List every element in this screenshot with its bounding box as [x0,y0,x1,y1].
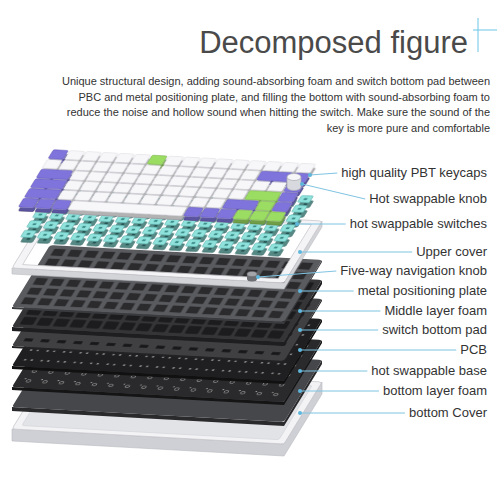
leader-dot [298,289,302,293]
leader-line [300,330,378,331]
part-label: switch bottom pad [382,322,487,338]
knob-top [287,174,301,181]
leader-dot [256,275,260,279]
part-label-slot: Upper cover [416,244,487,260]
part-label-slot: Hot swappable knob [369,191,487,207]
leader-dot [298,348,302,352]
leader-dot [300,182,304,186]
leader-dot [298,411,302,415]
leader-line [300,291,354,292]
leader-line [258,271,336,277]
note-slot: Unique structural design, adding sound-a… [60,74,490,136]
leader-line [310,173,337,175]
leader-dot [298,328,302,332]
leader-line [300,371,367,372]
part-label: bottom layer foam [383,383,487,399]
part-label-slot: bottom layer foam [383,383,487,399]
part-label-slot: Five-way navigation knob [340,263,487,279]
leader-line [300,391,379,392]
part-label: high quality PBT keycaps [341,165,487,181]
title-cross [473,30,497,31]
five-way-knob-top [247,272,257,277]
leader-line [300,311,380,312]
leader-dot [298,250,302,254]
leader-line [302,184,365,199]
part-label-slot: hot swappable base [371,363,487,379]
leader-line [300,413,405,414]
part-label: Five-way navigation knob [340,263,487,279]
leader-dot [295,222,299,226]
title-slot: Decomposed figure [199,26,468,60]
leader-dot [298,309,302,313]
part-label-slot: Middle layer foam [384,303,487,319]
leader-line [300,350,456,351]
title-cross [478,18,479,52]
part-label: Upper cover [416,244,487,260]
keycap-tops [17,149,316,222]
keycaps [17,149,316,226]
leader-line [300,252,412,253]
part-label: bottom Cover [409,405,487,421]
part-label: Hot swappable knob [369,191,487,207]
hot-swap-knob [287,174,301,191]
part-label-slot: switch bottom pad [382,322,487,338]
description-note: Unique structural design, adding sound-a… [60,74,490,136]
part-label-slot: hot swappable switches [350,216,487,232]
title: Decomposed figure [199,26,468,60]
part-label-slot: bottom Cover [409,405,487,421]
part-label: metal positioning plate [358,283,487,299]
leader-dot [298,369,302,373]
part-label: hot swappable base [371,363,487,379]
leader-line [297,224,346,225]
part-label-slot: PCB [460,342,487,358]
leader-dot [308,173,312,177]
part-label: PCB [460,342,487,358]
part-label: hot swappable switches [350,216,487,232]
part-label: Middle layer foam [384,303,487,319]
leader-dot [298,389,302,393]
part-label-slot: metal positioning plate [358,283,487,299]
part-label-slot: high quality PBT keycaps [341,165,487,181]
